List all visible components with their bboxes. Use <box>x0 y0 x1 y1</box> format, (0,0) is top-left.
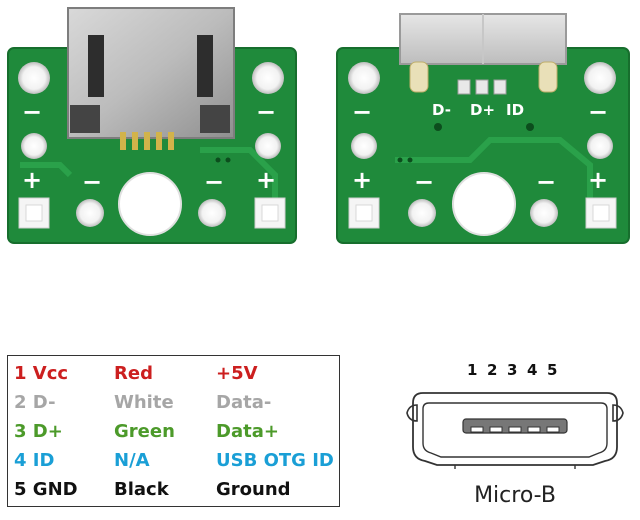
silk-minus: − <box>414 168 434 196</box>
silk-minus: − <box>352 98 372 126</box>
pin-cell: 3 D+ <box>14 421 63 442</box>
micro-b-connector-diagram: 1 2 3 4 5 Micro-B <box>395 355 635 520</box>
front-connector-pins <box>120 132 174 150</box>
signal-cell: +5V <box>216 363 258 384</box>
wire-color-cell: White <box>114 392 174 413</box>
wire-color-cell: Green <box>114 421 175 442</box>
back-pad <box>351 133 377 159</box>
signal-cell: Ground <box>216 479 291 500</box>
silk-d-minus: D- <box>432 101 451 119</box>
pin-number: 3 <box>507 361 517 379</box>
front-pad <box>21 133 47 159</box>
silk-minus: − <box>256 98 276 126</box>
back-board: D- D+ ID − − + + − − <box>336 13 630 244</box>
pin-row: 2 D- White Data- <box>8 389 339 417</box>
pin-cell: 5 GND <box>14 479 78 500</box>
signal-cell: Data+ <box>216 421 279 442</box>
silk-plus: + <box>256 166 276 194</box>
pin-cell: 2 D- <box>14 392 56 413</box>
front-pad <box>76 199 104 227</box>
silk-plus: + <box>588 166 608 194</box>
connector-tongue <box>462 418 568 434</box>
silk-id: ID <box>506 101 524 119</box>
pin-cell: 4 ID <box>14 450 55 471</box>
front-pad <box>18 62 50 94</box>
connector-contacts <box>470 426 560 433</box>
silk-plus: + <box>352 166 372 194</box>
wire-color-cell: N/A <box>114 450 150 471</box>
pin-number: 1 <box>467 361 477 379</box>
wire-color-cell: Red <box>114 363 153 384</box>
pinout-table: 1 Vcc Red +5V 2 D- White Data- 3 D+ Gree… <box>7 355 340 507</box>
back-pad <box>587 133 613 159</box>
back-pad <box>408 199 436 227</box>
back-mounting-hole <box>452 172 516 236</box>
signal-cell: USB OTG ID <box>216 450 334 471</box>
back-pad <box>584 62 616 94</box>
silk-minus: − <box>536 168 556 196</box>
connector-type-label: Micro-B <box>474 483 556 508</box>
pin-number: 5 <box>547 361 557 379</box>
silk-minus: − <box>82 168 102 196</box>
back-pad <box>530 199 558 227</box>
connector-outline: 1 2 3 4 5 <box>406 361 624 469</box>
silk-plus: + <box>22 166 42 194</box>
silk-minus: − <box>588 98 608 126</box>
pin-number: 4 <box>527 361 537 379</box>
front-pad <box>255 133 281 159</box>
front-pad <box>198 199 226 227</box>
pin-row: 3 D+ Green Data+ <box>8 418 339 446</box>
silk-minus: − <box>204 168 224 196</box>
signal-cell: Data- <box>216 392 272 413</box>
front-pad <box>252 62 284 94</box>
pin-number: 2 <box>487 361 497 379</box>
wire-color-cell: Black <box>114 479 169 500</box>
pin-row: 1 Vcc Red +5V <box>8 360 339 388</box>
front-mounting-hole <box>118 172 182 236</box>
front-board: − − + + − − <box>7 7 297 244</box>
front-square-pad <box>18 197 50 229</box>
back-square-pad <box>585 197 617 229</box>
silk-d-plus: D+ <box>470 101 495 119</box>
back-pad <box>348 62 380 94</box>
pin-row: 5 GND Black Ground <box>8 476 339 504</box>
silk-minus: − <box>22 98 42 126</box>
pin-cell: 1 Vcc <box>14 363 69 384</box>
pin-row: 4 ID N/A USB OTG ID <box>8 447 339 475</box>
board-photos: − − + + − − D- D+ ID <box>7 7 630 244</box>
